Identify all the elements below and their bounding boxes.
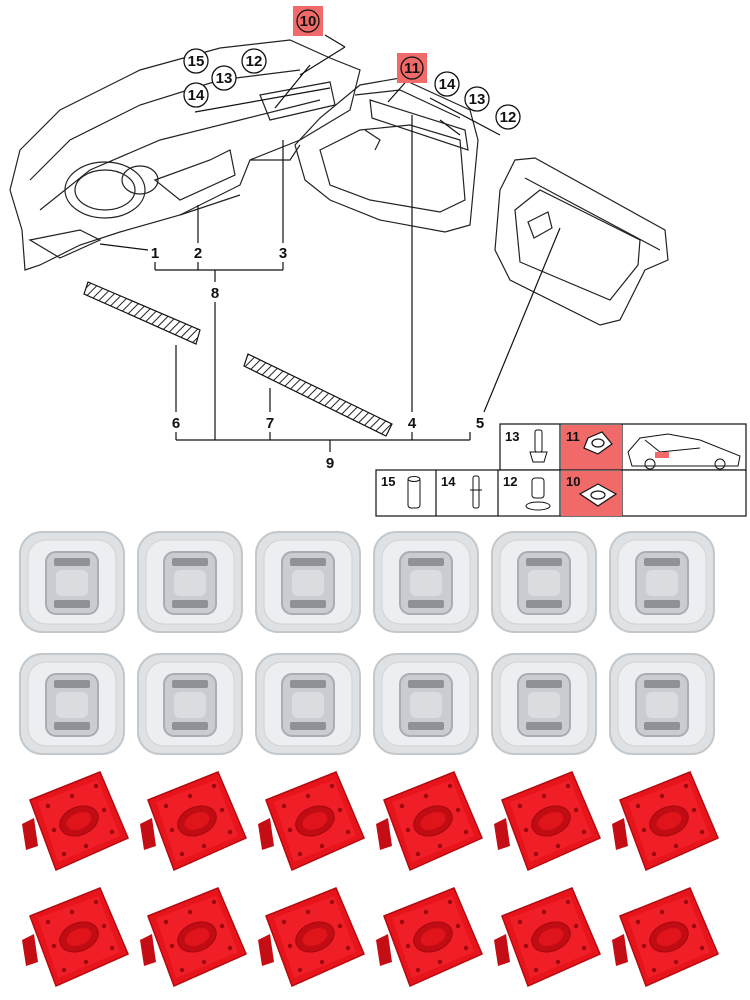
clear-clip <box>609 653 715 755</box>
table-label-13: 13 <box>505 429 519 444</box>
trim-strip-6 <box>83 281 201 345</box>
red-clip <box>258 771 365 872</box>
callout-11: 11 <box>397 53 427 83</box>
clear-clip <box>609 531 715 633</box>
label-6: 6 <box>172 415 180 432</box>
leader-lines <box>99 34 561 452</box>
label-3: 3 <box>279 245 287 262</box>
red-clip <box>612 887 719 988</box>
clear-clip <box>255 653 361 755</box>
red-clip <box>494 771 601 872</box>
red-clip <box>22 887 129 988</box>
sleeve-15-icon <box>407 476 421 509</box>
parts-table: 13 11 15 14 12 10 <box>375 423 747 517</box>
table-label-15: 15 <box>381 474 395 489</box>
door-callouts <box>434 71 521 130</box>
red-clip <box>140 771 247 872</box>
callout-11-label: 11 <box>404 60 420 77</box>
clear-clip <box>19 653 125 755</box>
pin-13-icon <box>529 429 548 463</box>
clear-clip <box>491 653 597 755</box>
red-clip <box>22 771 129 872</box>
door-callout-14-label: 14 <box>439 76 456 93</box>
rear-door-illustration <box>494 157 669 326</box>
clear-clip <box>373 531 479 633</box>
trim-strip-7 <box>243 353 393 437</box>
clip-10-icon <box>578 483 618 507</box>
clip-11-icon <box>583 431 613 455</box>
callout-10: 10 <box>293 6 323 36</box>
label-2: 2 <box>194 245 202 262</box>
callout-14-label: 14 <box>188 87 205 104</box>
red-clip <box>376 887 483 988</box>
callout-13-label: 13 <box>216 70 233 87</box>
label-5: 5 <box>476 415 484 432</box>
red-clip <box>258 887 365 988</box>
label-7: 7 <box>266 415 274 432</box>
push-pin-12-icon <box>525 477 551 511</box>
label-9: 9 <box>326 455 334 472</box>
pin-14-icon <box>470 475 482 509</box>
red-clip <box>140 887 247 988</box>
clips-photo-grid <box>19 531 719 988</box>
door-callout-12-label: 12 <box>500 109 517 126</box>
dash-callouts <box>183 48 267 108</box>
label-8: 8 <box>211 285 219 302</box>
parts-diagram: 10 11 15 12 13 14 14 13 12 1 2 3 8 6 7 4… <box>9 6 747 517</box>
callout-12-label: 12 <box>246 53 263 70</box>
clear-clip <box>137 653 243 755</box>
red-clip <box>612 771 719 872</box>
dashboard-illustration <box>9 39 361 271</box>
clear-clip <box>19 531 125 633</box>
clear-clip <box>491 531 597 633</box>
red-clip <box>494 887 601 988</box>
door-callout-13-label: 13 <box>469 91 486 108</box>
table-label-10: 10 <box>566 474 580 489</box>
red-clip <box>376 771 483 872</box>
clear-clip <box>255 531 361 633</box>
callout-10-label: 10 <box>300 13 317 30</box>
table-label-12: 12 <box>503 474 517 489</box>
clear-clip <box>373 653 479 755</box>
front-door-illustration <box>294 77 479 233</box>
clear-clip <box>137 531 243 633</box>
table-label-14: 14 <box>441 474 456 489</box>
label-1: 1 <box>151 245 159 262</box>
callout-15-label: 15 <box>188 53 205 70</box>
car-icon <box>627 433 741 470</box>
table-label-11: 11 <box>566 429 580 444</box>
label-4: 4 <box>408 415 417 432</box>
